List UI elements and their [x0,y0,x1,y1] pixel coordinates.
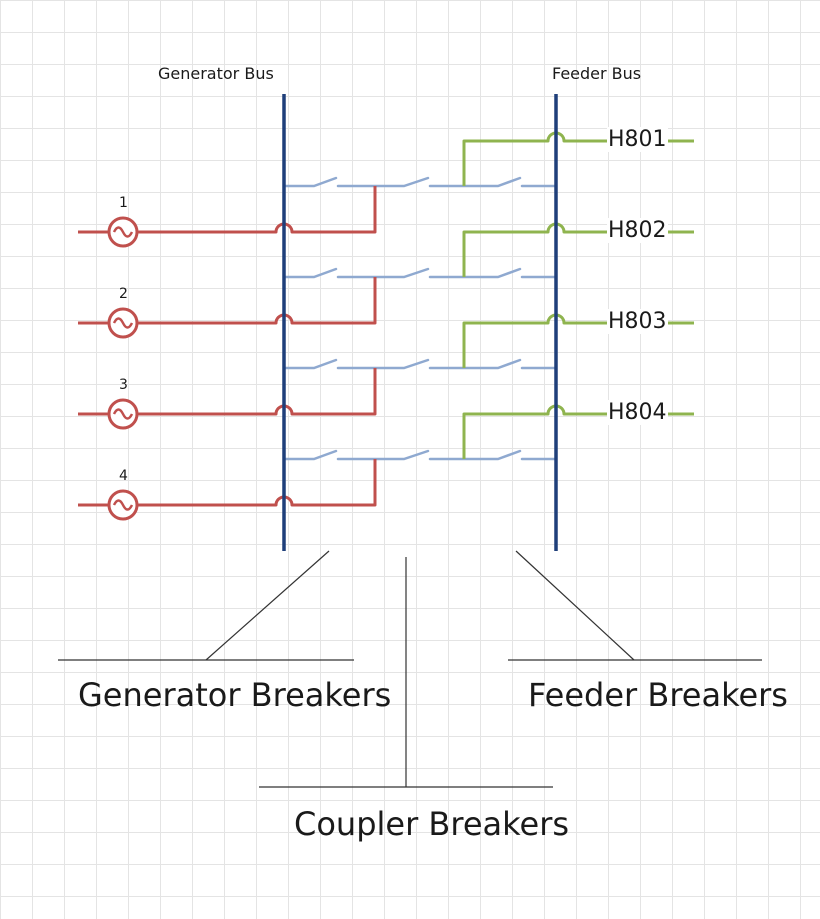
feeder-label-h803: H803 [607,309,668,334]
feeder-bus-label: Feeder Bus [552,64,642,83]
sine-wave-icon [112,499,134,511]
generator-number-1: 1 [119,195,128,211]
generator-number-2: 2 [119,286,128,302]
breaker-row-3 [282,358,558,370]
breaker-lines [282,176,558,461]
callout-lines [58,550,762,788]
feeder-label-h801: H801 [607,127,668,152]
generator-breakers-label: Generator Breakers [78,676,392,714]
sine-wave-icon [112,226,134,238]
breaker-row-1 [282,176,558,188]
generator-number-3: 3 [119,377,128,393]
bus-bars [282,94,558,551]
coupler-breakers-label: Coupler Breakers [294,805,570,843]
generator-number-4: 4 [119,468,128,484]
sine-wave-icon [112,317,134,329]
generator-breakers-leader [205,550,330,661]
feeder-breakers-leader [515,550,635,661]
generator-bus-label: Generator Bus [158,64,274,83]
feeder-label-h802: H802 [607,218,668,243]
breaker-row-4 [282,449,558,461]
breaker-row-2 [282,267,558,279]
sine-wave-icon [112,408,134,420]
feeder-label-h804: H804 [607,400,668,425]
feeder-breakers-label: Feeder Breakers [528,676,788,714]
